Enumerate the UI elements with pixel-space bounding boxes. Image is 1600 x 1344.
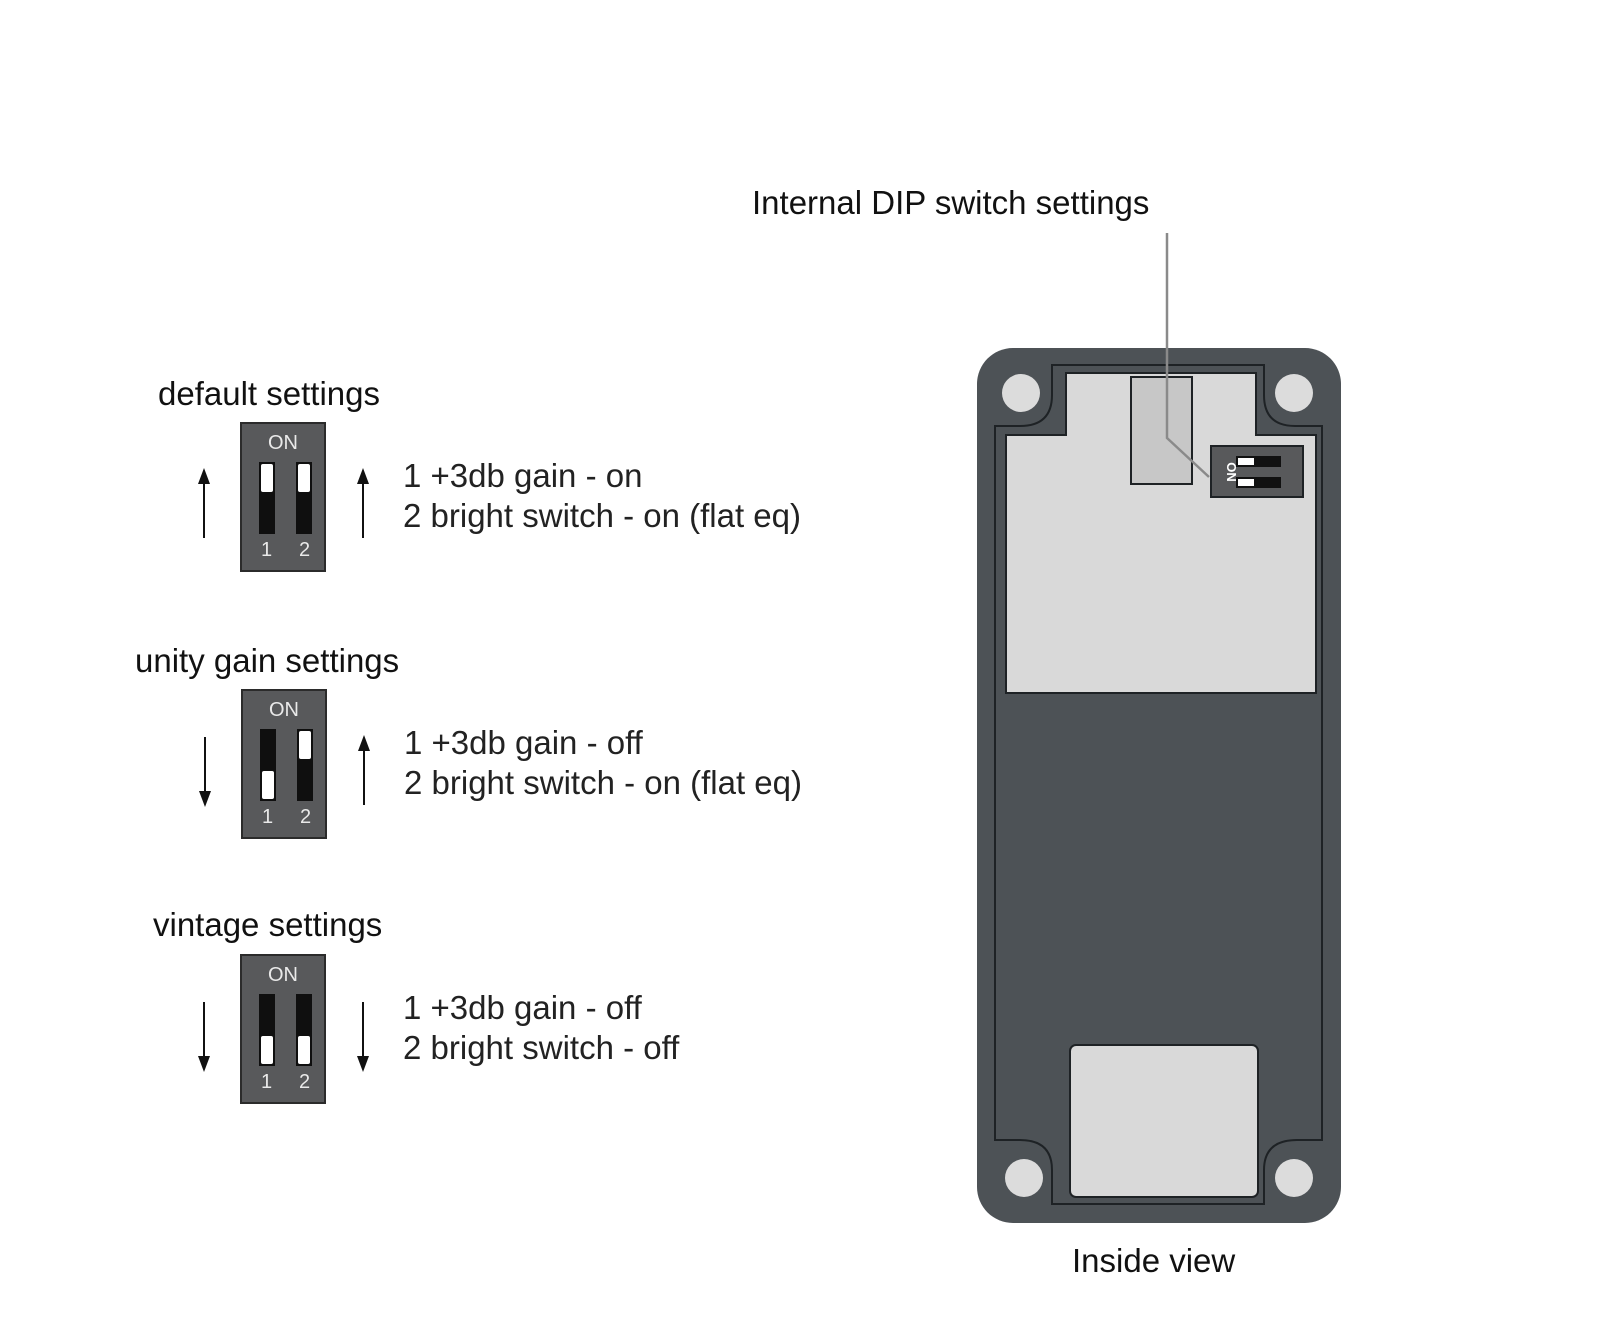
dip-callout-label: Internal DIP switch settings <box>752 184 1150 221</box>
screw-hole-bottom-right <box>1275 1159 1313 1197</box>
enclosure-groove <box>994 364 1323 1205</box>
inside-view-caption: Inside view <box>1072 1242 1236 1279</box>
unity-gain-settings-heading: unity gain settings <box>135 642 400 679</box>
switch-1-up-arrow-icon <box>198 468 210 538</box>
dip-number-2: 2 <box>300 806 312 828</box>
vintage-settings-heading: vintage settings <box>153 906 383 943</box>
dip-slot-1 <box>260 729 276 801</box>
dip-slot-2 <box>296 462 312 534</box>
switch-1-down-arrow-icon <box>198 1002 210 1072</box>
board-dip-slot-1 <box>1236 456 1281 467</box>
board-dip-knob-2 <box>1238 479 1254 486</box>
unity-gain-line: 1 +3db gain - off <box>404 724 643 761</box>
dip-knob-2 <box>298 464 310 492</box>
dip-slot-1 <box>259 994 275 1066</box>
dip-switch-vintage: ON 1 2 <box>240 954 326 1104</box>
switch-1-down-arrow-icon <box>199 737 211 807</box>
dip-knob-1 <box>261 1036 273 1064</box>
board-dip-on-label: ON <box>1224 462 1239 482</box>
screw-hole-bottom-left <box>1005 1159 1043 1197</box>
screw-hole-top-left <box>1002 374 1040 412</box>
dip-slot-2 <box>297 729 313 801</box>
dip-number-2: 2 <box>299 539 311 561</box>
dip-number-1: 1 <box>261 539 273 561</box>
dip-switch-default: ON 1 2 <box>240 422 326 572</box>
dip-slot-1 <box>259 462 275 534</box>
dip-number-2: 2 <box>299 1071 311 1093</box>
dip-slot-2 <box>296 994 312 1066</box>
board-connector <box>1130 376 1193 485</box>
vintage-bright-line: 2 bright switch - off <box>403 1029 680 1066</box>
unity-bright-line: 2 bright switch - on (flat eq) <box>404 764 802 801</box>
vintage-gain-line: 1 +3db gain - off <box>403 989 642 1026</box>
dip-knob-1 <box>262 771 274 799</box>
screw-hole-top-right <box>1275 374 1313 412</box>
dip-knob-1 <box>261 464 273 492</box>
callout-leader-line <box>1165 233 1210 478</box>
switch-2-down-arrow-icon <box>357 1002 369 1072</box>
dip-on-label: ON <box>269 699 299 721</box>
default-gain-line: 1 +3db gain - on <box>403 457 643 494</box>
dip-knob-2 <box>298 1036 310 1064</box>
bottom-component <box>1069 1044 1259 1198</box>
dip-number-1: 1 <box>262 806 274 828</box>
dip-knob-2 <box>299 731 311 759</box>
dip-switch-unity-gain: ON 1 2 <box>241 689 327 839</box>
default-settings-heading: default settings <box>158 375 380 412</box>
dip-on-label: ON <box>268 432 298 454</box>
board-dip-switch <box>1210 445 1304 498</box>
board-dip-knob-1 <box>1238 458 1254 465</box>
dip-number-1: 1 <box>261 1071 273 1093</box>
switch-2-up-arrow-icon <box>358 735 370 805</box>
default-bright-line: 2 bright switch - on (flat eq) <box>403 497 801 534</box>
board-dip-slot-2 <box>1236 477 1281 488</box>
dip-on-label: ON <box>268 964 298 986</box>
switch-2-up-arrow-icon <box>357 468 369 538</box>
